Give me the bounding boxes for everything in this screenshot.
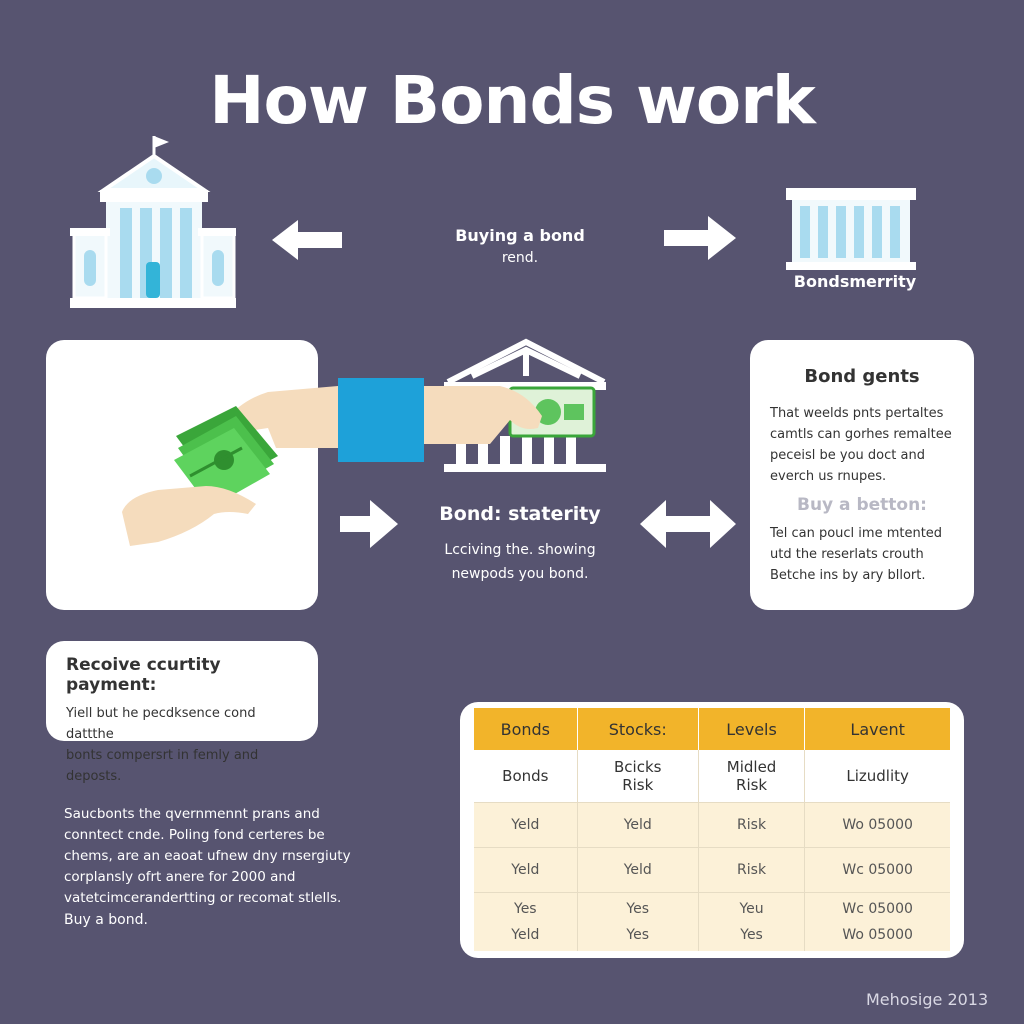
receive-line: bonts compersrt in femly and deposts. xyxy=(66,748,259,784)
table-cell: Wo 05000 xyxy=(804,802,950,848)
info-card-title: Bond gents xyxy=(804,366,920,387)
receive-line: Yiell but he pecdksence cond dattthe xyxy=(66,706,256,742)
receive-payment-card: Recoive ccurtity payment: Yiell but he p… xyxy=(46,641,318,784)
info-card-line: everch us rnupes. xyxy=(770,469,887,484)
info-card-line: peceisl be you doct and xyxy=(770,448,925,463)
left-arrow-icon xyxy=(272,220,342,260)
cell-text: Yes xyxy=(626,927,650,943)
paragraph-line: conntect cnde. Poling fond certeres be xyxy=(64,827,325,843)
paragraph-line: chems, are an eaoat ufnew dny rnsergiuty xyxy=(64,848,351,864)
table-row: Yeld Yeld Risk Wc 05000 xyxy=(474,847,950,893)
table-cell: Wc 05000 Wo 05000 xyxy=(804,892,950,951)
bank-building-label: Bondsmerrity xyxy=(793,272,917,291)
comparison-table-card: Bonds Stocks: Levels Lavent Bonds Bcicks… xyxy=(460,702,964,958)
bond-label-line2: newpods you bond. xyxy=(451,566,589,582)
info-card-paragraph-2: Tel can poucl ime mtented utd the reserl… xyxy=(770,523,954,586)
bond-label-title: Bond: staterity xyxy=(439,503,601,525)
cell-text: Yeld xyxy=(511,927,540,943)
table-header-cell: Levels xyxy=(698,708,806,750)
cell-text: Yeu xyxy=(739,901,764,917)
table-header-cell: Stocks: xyxy=(577,708,699,750)
comparison-table: Bonds Stocks: Levels Lavent Bonds Bcicks… xyxy=(474,708,950,951)
buy-bond-link[interactable]: Buy a bond. xyxy=(64,912,148,928)
info-card-line: That weelds pnts pertaltes xyxy=(770,406,944,421)
table-cell: Wc 05000 xyxy=(804,847,950,893)
table-cell: Risk xyxy=(698,802,806,848)
info-card: Bond gents That weelds pnts pertaltes ca… xyxy=(750,340,974,610)
page-title: How Bonds work xyxy=(209,62,815,139)
table-cell: Yeld xyxy=(474,847,578,893)
cell-text: Risk xyxy=(622,776,654,794)
cell-text: Wo 05000 xyxy=(842,927,913,943)
right-arrow-icon xyxy=(664,216,736,260)
buying-bond-label: Buying a bond xyxy=(455,226,585,245)
info-card-line: Tel can poucl ime mtented xyxy=(770,526,943,541)
cell-text: Bonds xyxy=(502,767,549,785)
table-cell: Yeld xyxy=(577,847,699,893)
paragraph-line: Saucbonts the qvernmennt prans and xyxy=(64,806,320,822)
cell-text: Yes xyxy=(626,901,650,917)
cell-text: Risk xyxy=(736,776,768,794)
illustration-card xyxy=(46,340,318,610)
info-card-line: utd the reserlats crouth xyxy=(770,547,924,562)
cell-text: Yes xyxy=(740,927,763,943)
right-arrow-icon xyxy=(340,500,398,548)
table-header-cell: Bonds xyxy=(474,708,578,750)
receive-payment-title: Recoive ccurtity payment: xyxy=(66,655,221,695)
cell-text: Midled xyxy=(726,758,777,776)
cell-text: Bcicks xyxy=(614,758,662,776)
receive-payment-text: Yiell but he pecdksence cond dattthe bon… xyxy=(66,703,298,787)
info-card-line: Betche ins by ary bllort. xyxy=(770,568,926,583)
info-card-paragraph: That weelds pnts pertaltes camtls can go… xyxy=(770,403,954,487)
double-arrow-icon xyxy=(640,500,736,548)
paragraph-line: vatetcimcerandertting or recomat stlells… xyxy=(64,890,342,906)
table-header-row: Bonds Stocks: Levels Lavent xyxy=(474,708,950,750)
bank-building-icon xyxy=(786,188,916,274)
table-row: Yeld Yeld Risk Wo 05000 xyxy=(474,802,950,848)
government-building-icon xyxy=(70,134,238,316)
cell-text: Wc 05000 xyxy=(842,901,913,917)
cell-text: Lizudlity xyxy=(846,767,909,785)
table-cell: Bonds xyxy=(474,750,578,803)
bottom-paragraph: Saucbonts the qvernmennt prans and connt… xyxy=(64,804,364,909)
buying-bond-sublabel: rend. xyxy=(501,250,539,266)
table-cell: Yeld xyxy=(474,802,578,848)
paragraph-line: corplansly ofrt anere for 2000 and xyxy=(64,869,296,885)
table-cell: Yeld xyxy=(577,802,699,848)
table-header-cell: Lavent xyxy=(804,708,950,750)
watermark: Mehosige 2013 xyxy=(866,990,989,1009)
info-card-line: camtls can gorhes remaltee xyxy=(770,427,952,442)
cell-text: Yes xyxy=(514,901,537,917)
money-exchange-illustration xyxy=(118,336,610,560)
bond-label-line1: Lcciving the. showing xyxy=(444,542,596,558)
table-cell: Lizudlity xyxy=(804,750,950,803)
table-cell: Risk xyxy=(698,847,806,893)
buy-button-link[interactable]: Buy a betton: xyxy=(797,495,927,515)
